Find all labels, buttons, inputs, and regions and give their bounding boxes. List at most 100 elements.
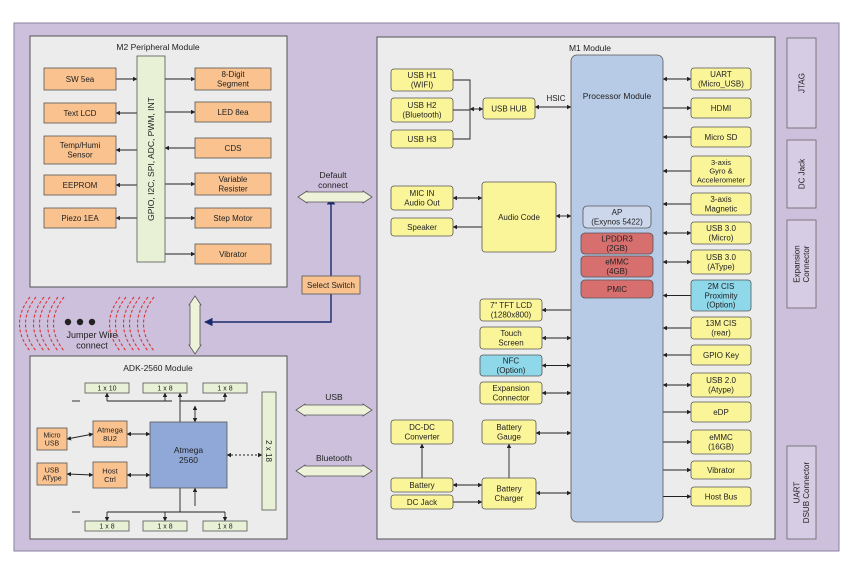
ap-exynos-5422: AP(Exynos 5422) (582, 205, 652, 229)
battery: Battery (390, 477, 454, 493)
edge-connector-jtag: JTAG (786, 37, 817, 129)
usb-host-1-text: USB H1(WIFI) (408, 71, 437, 89)
chip-emmc-4gb-text: eMMC(4GB) (605, 258, 629, 276)
m2-step-motor: Step Motor (194, 207, 272, 229)
m1-right-edp: eDP (690, 401, 752, 423)
m2-eeprom: EEPROM (43, 174, 117, 196)
adk-bottom-header-3: 1 x 8 (202, 520, 248, 532)
usb-hub: USB HUB (482, 97, 536, 120)
m2-led-8ea: LED 8ea (194, 101, 272, 123)
m1-right-host-bus-text: Host Bus (705, 492, 737, 501)
jumper-wire-arc-3 (46, 296, 59, 352)
usb-host-3-text: USB H3 (408, 135, 437, 144)
m2-vibrator-text: Vibrator (219, 250, 247, 259)
dc-jack-text: DC Jack (407, 498, 438, 507)
adk-bottom-header-1-text: 1 x 8 (99, 523, 114, 530)
m1-right-13m-cis-rear: 13M CIS(rear) (690, 316, 752, 340)
m2-piezo-1ea: Piezo 1EA (43, 207, 117, 229)
m1-right-gpio-key-text: GPIO Key (703, 351, 739, 360)
battery-text: Battery (409, 481, 434, 490)
audio-codec-text: Audio Code (498, 213, 540, 222)
arrow-bluetooth (295, 464, 373, 478)
m2-eeprom-text: EEPROM (63, 181, 98, 190)
m1-right-uart-micro-usb: UART(Micro_USB) (690, 67, 752, 91)
adk-side-header: 2 x 18 (261, 391, 277, 511)
edge-connector-dc-jack: DC Jack (786, 139, 817, 209)
m1-nfc-option: NFC(Option) (479, 354, 543, 377)
jumper-wire-arc-b-4 (114, 296, 127, 352)
chip-pmic: PMIC (580, 279, 654, 299)
adk-top-header-2-text: 1 x 8 (157, 385, 172, 392)
line-switch-to-adk (204, 294, 332, 327)
m1-right-vibrator: Vibrator (690, 460, 752, 480)
adk-bottom-header-3-text: 1 x 8 (217, 523, 232, 530)
m1-right-emmc-16gb-text: eMMC(16GB) (708, 433, 734, 451)
edge-connector-uart-dsub-connector-text: UARTDSUB Connector (793, 461, 811, 523)
speaker: Speaker (390, 217, 454, 237)
m1-right-host-bus: Host Bus (690, 486, 752, 507)
m2-module-title: M2 Peripheral Module (116, 42, 199, 52)
arrow-default-connect (297, 190, 373, 204)
m1-right-usb-3-0-micro-text: USB 3.0(Micro) (706, 224, 736, 242)
usb-host-1: USB H1(WIFI) (390, 68, 454, 92)
adk-module-title: ADK-2560 Module (123, 363, 193, 373)
jumper-wire-arc-b-3 (52, 296, 65, 352)
edge-connector-expansion-connector: ExpansionConnector (786, 219, 817, 309)
m1-7-tft-lcd-1280x800: 7" TFT LCD(1280x800) (479, 298, 543, 322)
m2-step-motor-text: Step Motor (213, 214, 252, 223)
m1-right-emmc-16gb: eMMC(16GB) (690, 429, 752, 455)
jumper-wire-arc-5 (122, 296, 135, 352)
edge-connector-jtag-text: JTAG (797, 73, 806, 93)
connector-lines (18, 76, 692, 522)
arrow-usb (295, 403, 373, 417)
jumper-dot-3 (88, 318, 96, 326)
m2-piezo-1ea-text: Piezo 1EA (61, 214, 99, 223)
edge-connector-expansion-connector-text: ExpansionConnector (793, 245, 811, 282)
m1-right-usb-3-0-atype: USB 3.0(AType) (690, 249, 752, 275)
adk-bottom-header-2: 1 x 8 (142, 520, 188, 532)
adk-top-header-1: 1 x 10 (84, 382, 130, 394)
m1-right-hdmi-text: HDMI (711, 104, 731, 113)
arrow-m2-to-adk (188, 295, 202, 355)
select-switch: Select Switch (301, 275, 361, 295)
m1-right-usb-2-0-atype-text: USB 2.0(Atype) (706, 376, 736, 394)
usb-host-3: USB H3 (390, 129, 454, 149)
edge-connector-uart-dsub-connector: UARTDSUB Connector (786, 445, 817, 540)
jumper-dot-1 (64, 318, 72, 326)
arrow-microusb-8u2 (66, 432, 94, 441)
arrow-bluetooth-label: Bluetooth (316, 453, 352, 463)
jumper-wire-arc-b-2 (38, 296, 51, 352)
m2-sw-5ea: SW 5ea (43, 67, 117, 91)
m1-right-edp-text: eDP (713, 408, 729, 417)
m2-cds: CDS (194, 137, 272, 159)
m2-text-lcd: Text LCD (43, 102, 117, 124)
m1-right-uart-micro-usb-text: UART(Micro_USB) (698, 70, 744, 88)
m1-right-usb-3-0-atype-text: USB 3.0(AType) (706, 253, 736, 271)
